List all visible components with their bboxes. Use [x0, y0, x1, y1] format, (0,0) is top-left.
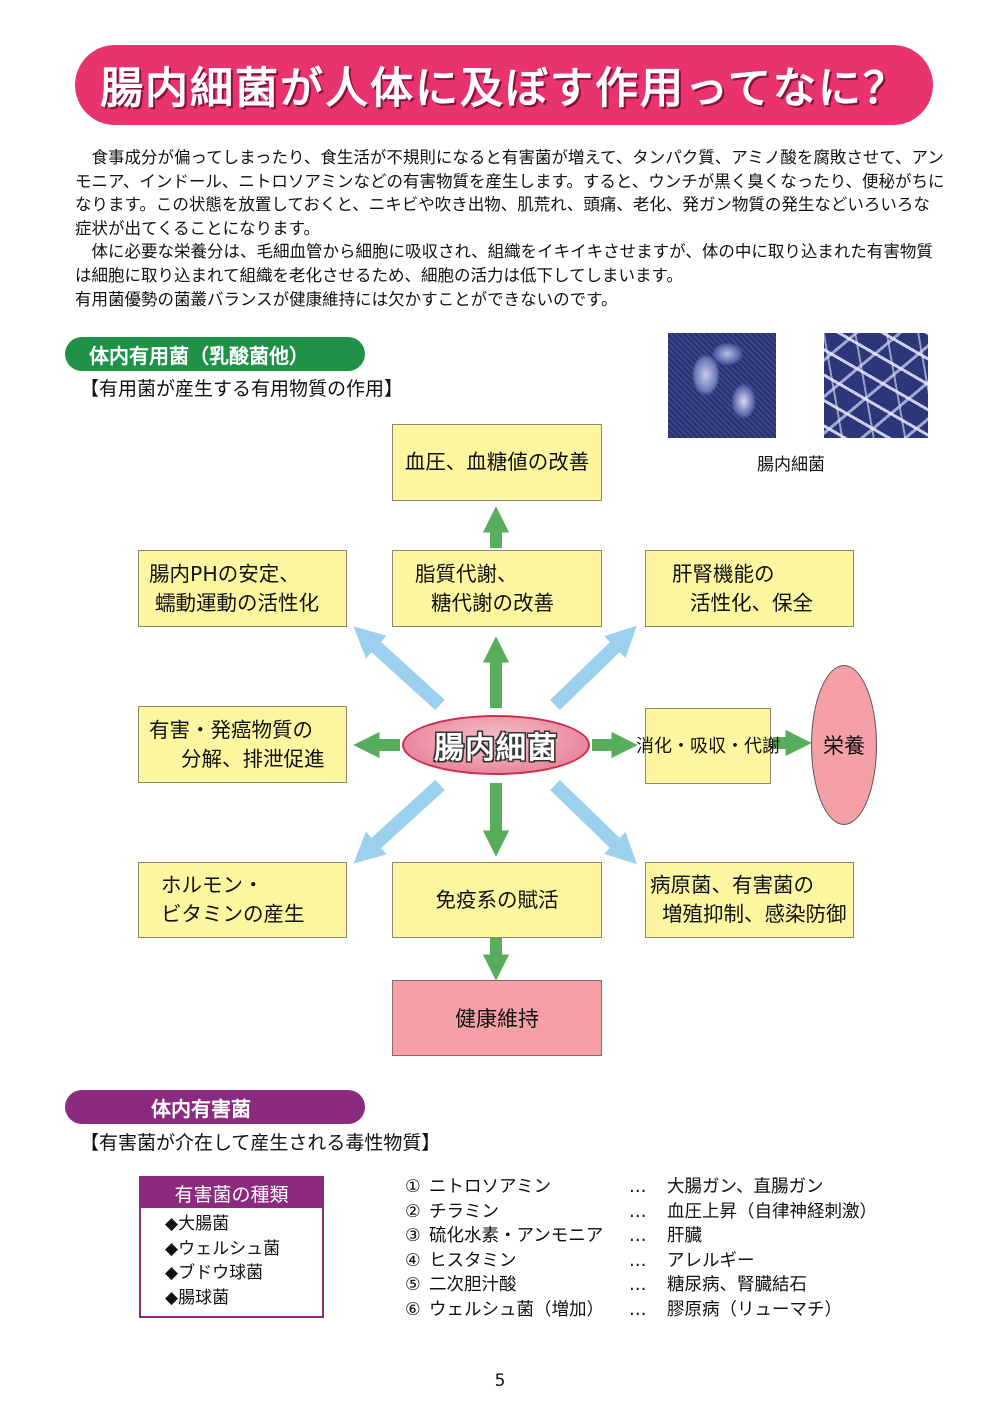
- box-intestinal-ph: 腸内PHの安定、 蠕動運動の活性化: [138, 550, 347, 627]
- list-item: ◆ウェルシュ菌: [165, 1238, 281, 1259]
- intro-paragraph-1: 食事成分が偏ってしまったり、食生活が不規則になると有害菌が増えて、タンパク質、ア…: [75, 148, 945, 238]
- box-hormone-vitamin: ホルモン・ ビタミンの産生: [138, 862, 347, 938]
- bacteria-photo-2: [824, 333, 928, 438]
- harmful-bacteria-types-box: 有害菌の種類 ◆大腸菌 ◆ウェルシュ菌 ◆ブドウ球菌 ◆腸球菌: [139, 1176, 324, 1318]
- page-number: 5: [494, 1371, 506, 1391]
- nutrition-ellipse: 栄養: [811, 665, 877, 825]
- types-list: ◆大腸菌 ◆ウェルシュ菌 ◆ブドウ球菌 ◆腸球菌: [165, 1212, 322, 1310]
- box-liver-kidney: 肝腎機能の 活性化、保全: [645, 550, 854, 627]
- center-intestinal-bacteria: 腸内細菌: [402, 715, 590, 775]
- arrow-lower-right: [550, 779, 637, 865]
- bad-bacteria-subheading: 【有害菌が介在して産生される毒性物質】: [80, 1132, 441, 1154]
- photo-caption: 腸内細菌: [757, 455, 825, 475]
- list-item: ◆大腸菌: [165, 1214, 230, 1234]
- bacteria-photo-1: [668, 333, 776, 438]
- intro-paragraph-2: 体に必要な栄養分は、毛細血管から細胞に吸収され、組織をイキイキさせますが、体の中…: [75, 242, 933, 285]
- box-immune: 免疫系の賦活: [392, 862, 602, 938]
- box-health-maintenance: 健康維持: [392, 980, 602, 1056]
- list-item: ◆ブドウ球菌: [165, 1263, 264, 1283]
- good-bacteria-subheading: 【有用菌が産生する有用物質の作用】: [80, 378, 404, 400]
- good-bacteria-pill: 体内有用菌（乳酸菌他）: [65, 337, 365, 371]
- title-banner: 腸内細菌が人体に及ぼす作用ってなに？: [75, 45, 933, 125]
- page-title: 腸内細菌が人体に及ぼす作用ってなに？: [100, 64, 908, 114]
- box-pathogen-suppression: 病原菌、有害菌の 増殖抑制、感染防御: [645, 862, 854, 938]
- arrow-upper-right: [550, 625, 637, 711]
- box-digestion: 消化・吸収・代謝: [636, 708, 780, 784]
- arrow-upper-left: [353, 626, 445, 711]
- box-blood-pressure: 血圧、血糖値の改善: [392, 424, 602, 501]
- arrow-lower-left: [353, 779, 445, 864]
- types-heading: 有害菌の種類: [141, 1178, 322, 1208]
- box-lipid-metabolism: 脂質代謝、 糖代謝の改善: [392, 550, 602, 627]
- list-item: ◆腸球菌: [165, 1287, 230, 1308]
- box-carcinogen-breakdown: 有害・発癌物質の 分解、排泄促進: [138, 706, 347, 783]
- intro-paragraph-3: 有用菌優勢の菌叢バランスが健康維持には欠かすことができないのです。: [75, 289, 618, 309]
- bad-bacteria-pill: 体内有害菌: [65, 1090, 365, 1124]
- intro-text: 食事成分が偏ってしまったり、食生活が不規則になると有害菌が増えて、タンパク質、ア…: [75, 146, 945, 311]
